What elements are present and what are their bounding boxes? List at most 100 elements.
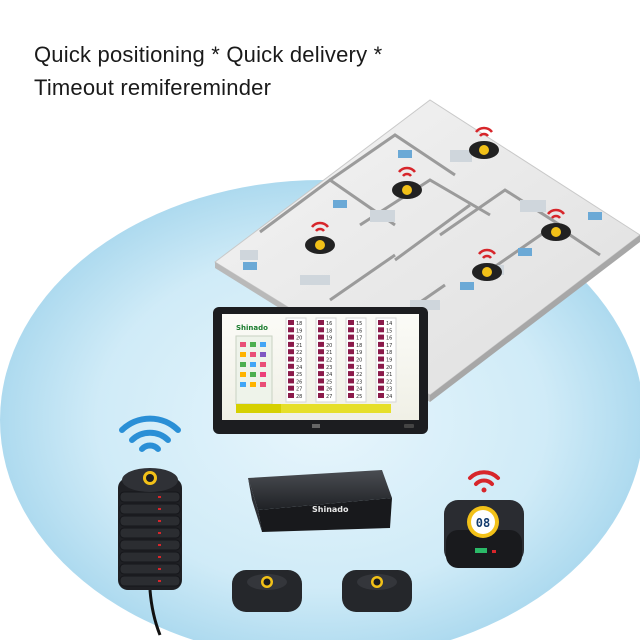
tablet-cell-marker xyxy=(378,349,384,355)
tablet-cell-number: 19 xyxy=(356,350,362,356)
tablet-cell-number: 19 xyxy=(386,358,392,364)
tablet-cell-marker xyxy=(348,334,354,340)
tablet-cell-number: 17 xyxy=(356,336,362,342)
tablet-cell-number: 16 xyxy=(386,336,392,342)
big-pager: 08 xyxy=(444,470,524,568)
tablet-cell-marker xyxy=(348,371,354,377)
tablet-cell-marker xyxy=(378,356,384,362)
tablet-cell-marker xyxy=(348,356,354,362)
tablet: Shinado 18192021222324252627281618192021… xyxy=(213,307,428,434)
tablet-cell-number: 23 xyxy=(356,379,362,385)
tablet-cell-number: 27 xyxy=(296,387,302,393)
tablet-cell-number: 21 xyxy=(326,350,332,356)
tablet-cell-marker xyxy=(378,393,384,398)
pager-stack xyxy=(118,468,182,636)
tablet-cell-number: 23 xyxy=(326,365,332,371)
tablet-cell-number: 18 xyxy=(296,321,302,327)
tablet-cell-marker xyxy=(318,393,324,398)
tablet-cell-marker xyxy=(318,349,324,355)
tablet-cell-marker xyxy=(348,393,354,398)
tablet-cell-marker xyxy=(288,349,294,355)
tablet-cell-marker xyxy=(378,371,384,377)
tablet-cell-marker xyxy=(318,334,324,340)
tablet-cell-number: 20 xyxy=(326,343,332,349)
tablet-cell-marker xyxy=(348,327,354,333)
tablet-cell-marker xyxy=(378,385,384,391)
tablet-cell-marker xyxy=(288,385,294,391)
tablet-cell-number: 19 xyxy=(296,328,302,334)
wifi-icon xyxy=(119,415,181,452)
tablet-cell-number: 18 xyxy=(326,328,332,334)
tablet-cell-marker xyxy=(318,378,324,384)
floor-pager xyxy=(472,248,502,281)
tablet-cell-marker xyxy=(348,349,354,355)
floor-pager xyxy=(541,208,571,241)
big-pager-display: 08 xyxy=(476,516,490,530)
tablet-cell-number: 25 xyxy=(296,372,302,378)
tablet-cell-number: 22 xyxy=(356,372,362,378)
tablet-cell-marker xyxy=(348,363,354,369)
tablet-cell-marker xyxy=(378,327,384,333)
tablet-cell-number: 20 xyxy=(356,358,362,364)
floor-pager xyxy=(305,221,335,254)
tablet-cell-number: 24 xyxy=(326,372,332,378)
tablet-cell-marker xyxy=(288,341,294,347)
headline: Quick positioning * Quick delivery * Tim… xyxy=(34,38,382,104)
headline-line-2: Timeout remifereminder xyxy=(34,75,272,100)
tablet-cell-marker xyxy=(348,378,354,384)
tablet-cell-number: 19 xyxy=(326,336,332,342)
tablet-cell-marker xyxy=(288,393,294,398)
tablet-cell-number: 25 xyxy=(326,379,332,385)
tablet-cell-number: 21 xyxy=(356,365,362,371)
tablet-cell-number: 23 xyxy=(296,358,302,364)
small-pager-left xyxy=(232,570,302,612)
tablet-cell-number: 16 xyxy=(356,328,362,334)
tablet-cell-number: 20 xyxy=(386,365,392,371)
tablet-cell-number: 20 xyxy=(296,336,302,342)
tablet-seat-grid xyxy=(240,342,266,387)
tablet-cell-marker xyxy=(288,363,294,369)
tablet-cell-marker xyxy=(378,378,384,384)
tablet-cell-number: 22 xyxy=(326,358,332,364)
floor-pager xyxy=(392,166,422,199)
small-pager-right xyxy=(342,570,412,612)
tablet-cell-number: 24 xyxy=(356,387,362,393)
headline-line-1: Quick positioning * Quick delivery * xyxy=(34,42,383,67)
tablet-cell-number: 22 xyxy=(296,350,302,356)
tablet-cell-marker xyxy=(318,341,324,347)
tablet-cell-marker xyxy=(378,320,384,325)
tablet-cell-number: 15 xyxy=(356,321,362,327)
tablet-brand-label: Shinado xyxy=(236,324,268,332)
red-signal-icon xyxy=(468,470,500,493)
tablet-cell-marker xyxy=(348,385,354,391)
tablet-cell-marker xyxy=(378,363,384,369)
tablet-cell-marker xyxy=(288,320,294,325)
tablet-cell-marker xyxy=(288,334,294,340)
tablet-cell-number: 22 xyxy=(386,379,392,385)
tablet-cell-number: 18 xyxy=(386,350,392,356)
tablet-cell-number: 21 xyxy=(386,372,392,378)
tablet-cell-number: 16 xyxy=(326,321,332,327)
tablet-cell-number: 25 xyxy=(356,394,362,400)
tablet-cell-marker xyxy=(288,356,294,362)
tablet-cell-marker xyxy=(378,334,384,340)
tablet-cell-number: 15 xyxy=(386,328,392,334)
tablet-cell-number: 28 xyxy=(296,394,302,400)
tablet-cell-marker xyxy=(288,327,294,333)
tablet-number-columns: 1819202122232425262728161819202122232425… xyxy=(285,317,397,403)
tablet-cell-number: 17 xyxy=(386,343,392,349)
tablet-cell-marker xyxy=(318,356,324,362)
floor-pager xyxy=(469,126,499,159)
transmitter: Shinado xyxy=(248,470,392,532)
tablet-cell-number: 18 xyxy=(356,343,362,349)
tablet-cell-marker xyxy=(378,341,384,347)
tablet-cell-number: 26 xyxy=(296,379,302,385)
tablet-cell-marker xyxy=(348,341,354,347)
tablet-cell-marker xyxy=(288,378,294,384)
tablet-cell-marker xyxy=(318,327,324,333)
tablet-cell-number: 27 xyxy=(326,394,332,400)
tablet-cell-number: 24 xyxy=(296,365,302,371)
tablet-cell-marker xyxy=(288,371,294,377)
tablet-cell-marker xyxy=(318,363,324,369)
